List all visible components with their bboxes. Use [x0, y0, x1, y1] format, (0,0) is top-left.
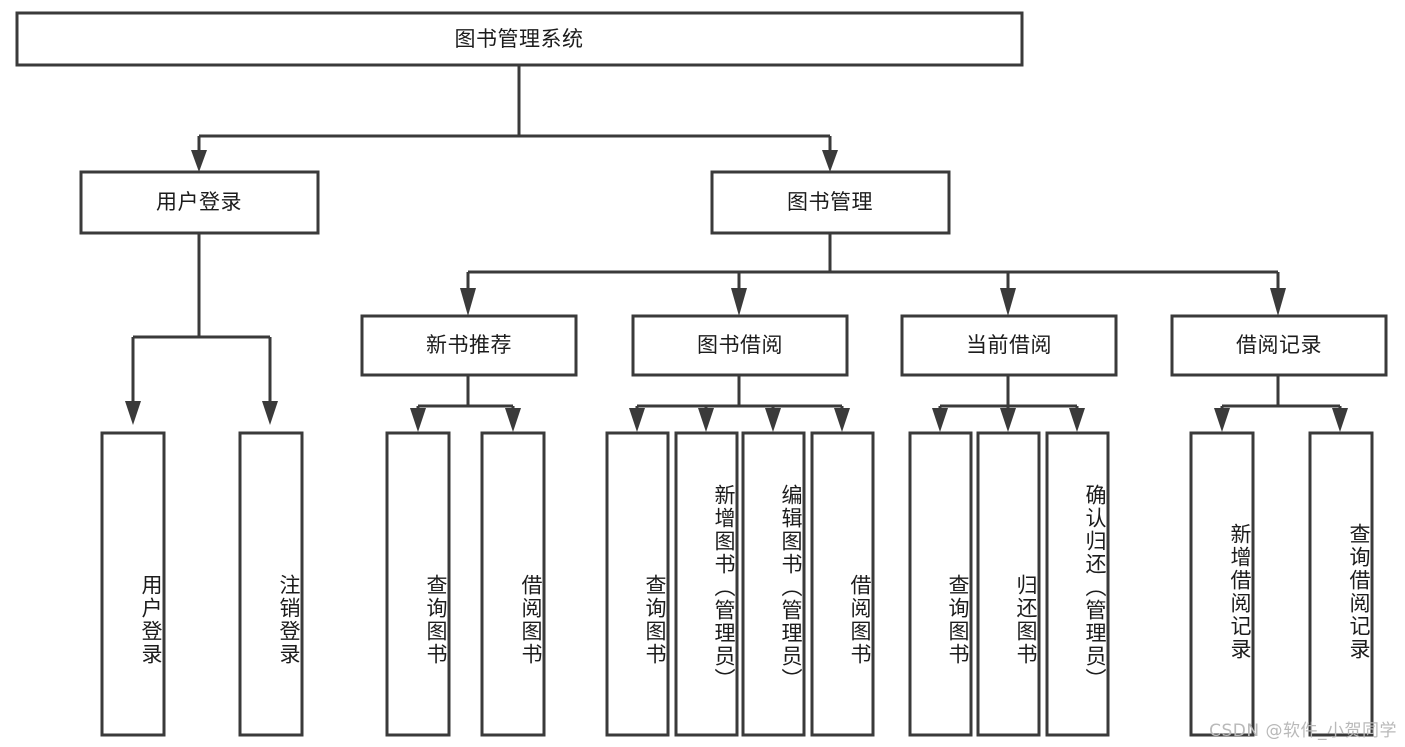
arrowhead-leaf-borrow-book-1 [505, 408, 521, 432]
node-user-login-box[interactable] [79, 170, 320, 235]
arrowhead-borrow-record [1270, 288, 1286, 316]
arrowhead-leaf-query-book-1 [410, 408, 426, 432]
leaf-query-book-1-box[interactable] [385, 431, 451, 737]
leaf-return-book-box[interactable] [976, 431, 1041, 737]
leaf-user-login-box[interactable] [100, 431, 166, 737]
arrowhead-leaf-return-book [1000, 408, 1016, 432]
leaf-query-book-2-box[interactable] [605, 431, 670, 737]
leaf-boxes-group [100, 431, 1374, 737]
arrowhead-leaf-user-login [125, 401, 141, 425]
arrowhead-leaf-add-record [1214, 408, 1230, 432]
arrowhead-leaf-logout [262, 401, 278, 425]
csdn-watermark: CSDN @软件_小贺同学 [1209, 721, 1397, 741]
arrowhead-leaf-query-book-2 [629, 408, 645, 432]
node-root[interactable]: 图书管理系统 [15, 11, 1024, 67]
node-current-borrow-label: 当前借阅 [966, 333, 1052, 357]
node-borrow-record-label: 借阅记录 [1236, 333, 1322, 357]
arrowhead-book-management [822, 150, 838, 172]
arrowhead-book-borrow [731, 288, 747, 316]
arrowhead-new-book-recommend [460, 288, 476, 316]
leaf-confirm-return-box[interactable] [1045, 431, 1110, 737]
arrowhead-leaf-edit-book [765, 408, 781, 432]
leaf-add-record-box[interactable] [1189, 431, 1255, 737]
node-book-management-box[interactable] [710, 170, 951, 235]
arrowhead-leaf-add-book [698, 408, 714, 432]
arrowhead-leaf-query-book-3 [932, 408, 948, 432]
node-current-borrow-box[interactable] [900, 314, 1118, 377]
node-borrow-record-box[interactable] [1170, 314, 1388, 377]
node-current-borrow[interactable]: 当前借阅 [900, 314, 1118, 377]
leaf-query-book-3-box[interactable] [908, 431, 973, 737]
leaf-borrow-book-1-box[interactable] [480, 431, 546, 737]
node-root-box[interactable] [15, 11, 1024, 67]
leaf-borrow-book-2-box[interactable] [810, 431, 875, 737]
node-book-borrow-box[interactable] [631, 314, 849, 377]
arrowhead-leaf-confirm-return [1069, 408, 1085, 432]
leaf-query-record-box[interactable] [1308, 431, 1374, 737]
node-user-login[interactable]: 用户登录 [79, 170, 320, 235]
node-new-book-recommend[interactable]: 新书推荐 [360, 314, 578, 377]
node-borrow-record[interactable]: 借阅记录 [1170, 314, 1388, 377]
arrowhead-user-login [191, 150, 207, 172]
node-user-login-label: 用户登录 [156, 190, 242, 214]
node-new-book-recommend-box[interactable] [360, 314, 578, 377]
leaf-add-book-box[interactable] [674, 431, 739, 737]
node-book-borrow[interactable]: 图书借阅 [631, 314, 849, 377]
leaf-edit-book-box[interactable] [741, 431, 806, 737]
arrowhead-leaf-borrow-book-2 [834, 408, 850, 432]
node-book-management[interactable]: 图书管理 [710, 170, 951, 235]
node-root-label: 图书管理系统 [455, 27, 584, 51]
node-book-management-label: 图书管理 [787, 190, 873, 214]
node-book-borrow-label: 图书借阅 [697, 333, 783, 357]
leaf-logout-box[interactable] [238, 431, 304, 737]
connectors-group [125, 66, 1348, 432]
arrowhead-leaf-query-record [1332, 408, 1348, 432]
arrowhead-current-borrow [1000, 288, 1016, 316]
node-new-book-recommend-label: 新书推荐 [426, 333, 512, 357]
